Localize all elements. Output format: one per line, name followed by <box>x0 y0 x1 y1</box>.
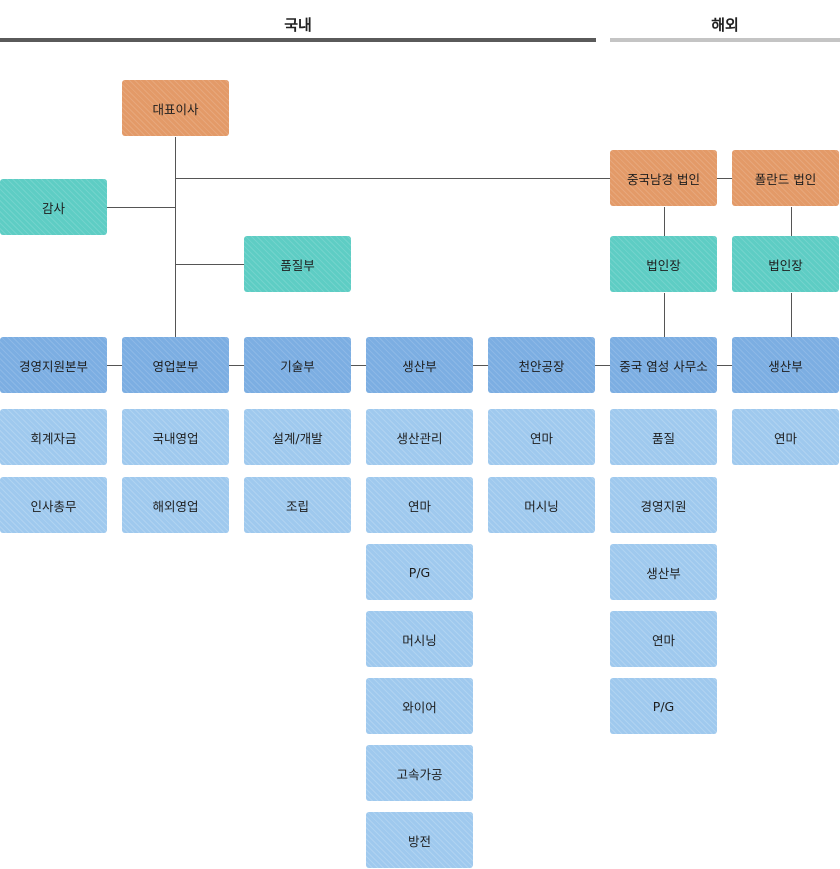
overseas-bar <box>610 38 840 42</box>
team-box: 설계/개발 <box>244 409 351 465</box>
domestic-bar <box>0 38 596 42</box>
team-box: 머시닝 <box>366 611 473 667</box>
technology-dept-box: 기술부 <box>244 337 351 393</box>
team-box: 품질 <box>610 409 717 465</box>
china-nanjing-corp-box: 중국남경 법인 <box>610 150 717 206</box>
team-box: 생산부 <box>610 544 717 600</box>
connector-ceo-trunk <box>175 137 176 338</box>
team-box: 연마 <box>488 409 595 465</box>
management-support-division-box: 경영지원본부 <box>0 337 107 393</box>
connector-audit <box>107 207 176 208</box>
china-yancheng-office-box: 중국 염성 사무소 <box>610 337 717 393</box>
connector-china-head <box>664 207 665 236</box>
team-box: 방전 <box>366 812 473 868</box>
ceo-box: 대표이사 <box>122 80 229 136</box>
team-box: 해외영업 <box>122 477 229 533</box>
poland-corp-head-box: 법인장 <box>732 236 839 292</box>
team-box: 회계자금 <box>0 409 107 465</box>
team-box: 조립 <box>244 477 351 533</box>
overseas-header: 해외 <box>711 16 739 34</box>
poland-corp-box: 폴란드 법인 <box>732 150 839 206</box>
sales-division-box: 영업본부 <box>122 337 229 393</box>
team-box: 연마 <box>732 409 839 465</box>
team-box: 생산관리 <box>366 409 473 465</box>
team-box: P/G <box>366 544 473 600</box>
connector-overseas-corp <box>175 178 610 179</box>
connector-china-office <box>664 293 665 338</box>
connector-quality <box>175 264 244 265</box>
team-box: 경영지원 <box>610 477 717 533</box>
team-box: 머시닝 <box>488 477 595 533</box>
team-box: P/G <box>610 678 717 734</box>
team-box: 연마 <box>366 477 473 533</box>
china-corp-head-box: 법인장 <box>610 236 717 292</box>
poland-production-dept-box: 생산부 <box>732 337 839 393</box>
audit-box: 감사 <box>0 179 107 235</box>
connector-poland-production <box>791 293 792 338</box>
connector-corp-link <box>717 178 732 179</box>
domestic-header: 국내 <box>284 16 312 34</box>
team-box: 고속가공 <box>366 745 473 801</box>
connector-poland-head <box>791 207 792 236</box>
cheonan-factory-box: 천안공장 <box>488 337 595 393</box>
team-box: 와이어 <box>366 678 473 734</box>
production-dept-box: 생산부 <box>366 337 473 393</box>
team-box: 국내영업 <box>122 409 229 465</box>
quality-dept-box: 품질부 <box>244 236 351 292</box>
team-box: 연마 <box>610 611 717 667</box>
team-box: 인사총무 <box>0 477 107 533</box>
